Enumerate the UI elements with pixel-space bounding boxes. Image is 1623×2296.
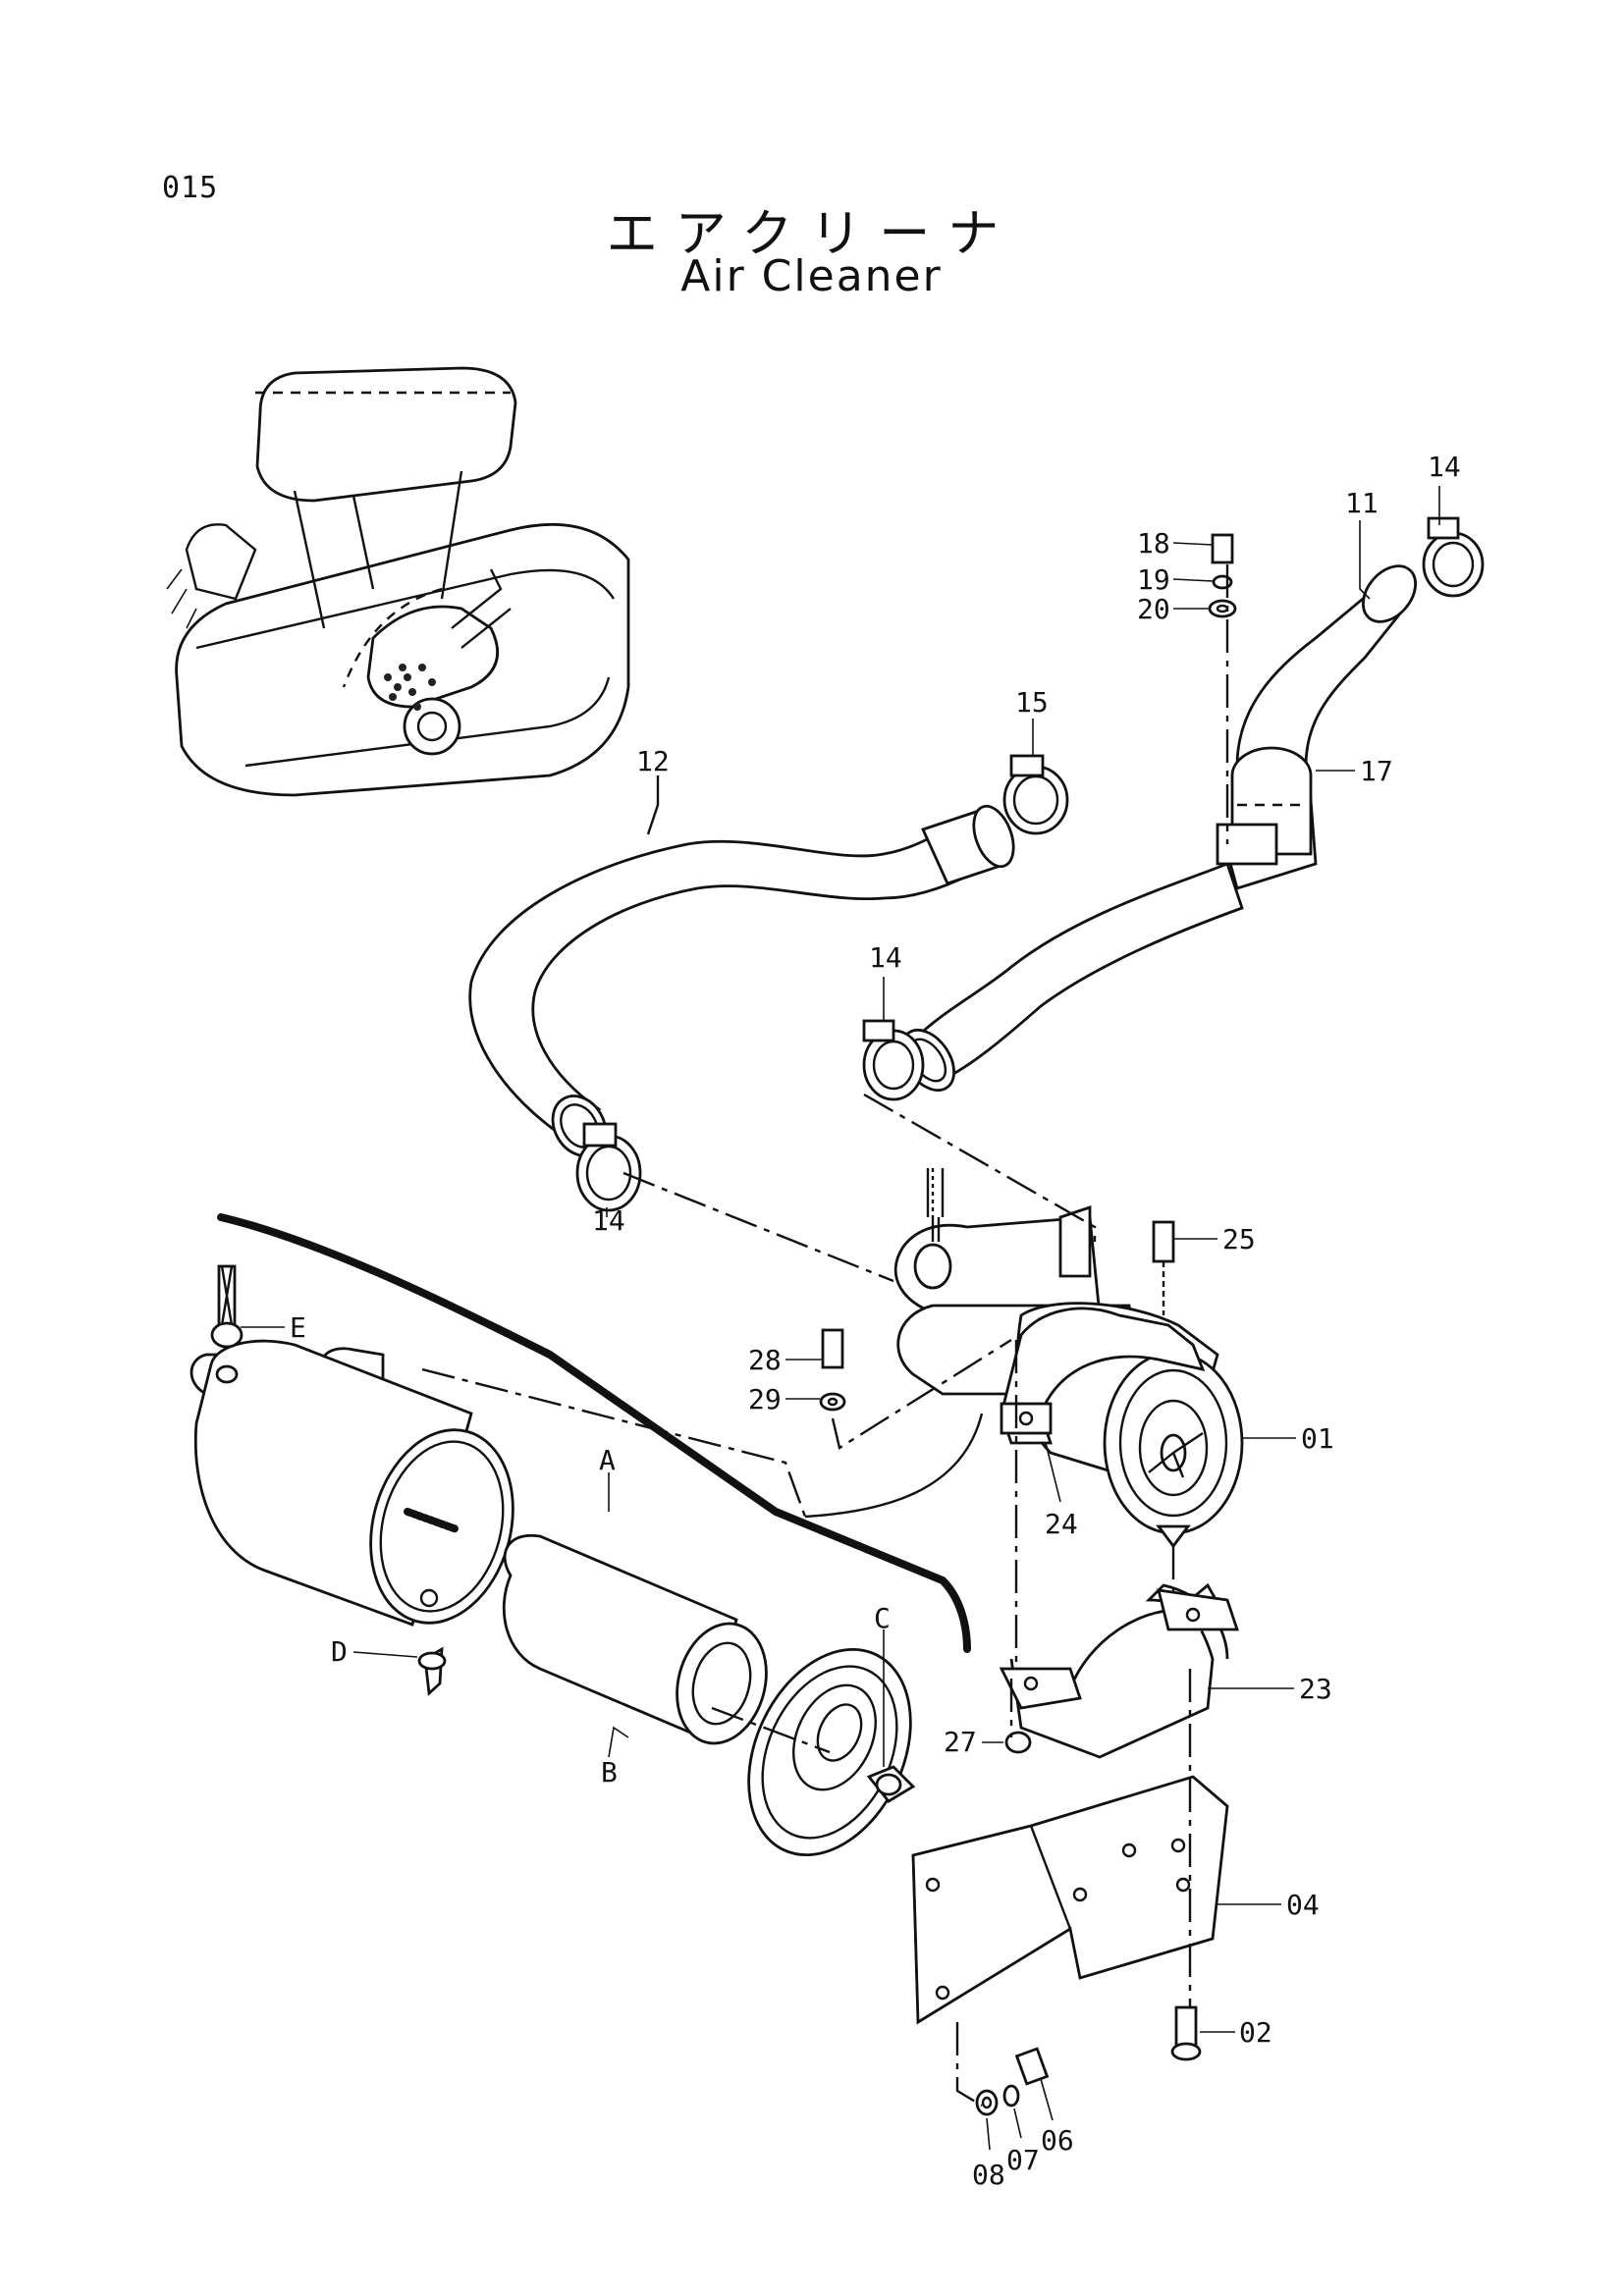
screw-06-washers-07-08 [975,2047,1050,2116]
hose-12 [468,775,1015,1157]
label-12: 12 [636,745,670,777]
label-24: 24 [1045,1508,1078,1540]
nut-27 [1004,1731,1032,1754]
assembly-centerlines [421,564,1229,2108]
label-b: B [601,1756,618,1789]
label-20: 20 [1137,593,1170,625]
label-14-lower: 14 [592,1204,625,1237]
bolt-25 [1152,1220,1175,1315]
hose-clamp-14-lower [575,1122,642,1212]
hose-clamp-15 [1002,754,1069,835]
bolt-18-washers-19-20 [1208,533,1237,618]
label-15: 15 [1015,686,1049,719]
label-a: A [599,1444,616,1476]
title-japanese: エアクリーナ [606,205,1017,264]
bolt-02 [1170,2005,1202,2061]
bolt-28-washer-29 [819,1328,846,1412]
label-d: D [331,1635,348,1668]
label-17: 17 [1360,755,1393,787]
label-29: 29 [748,1383,782,1415]
label-19: 19 [1137,563,1170,596]
label-28: 28 [748,1344,782,1376]
label-11: 11 [1345,487,1379,519]
label-25: 25 [1222,1223,1256,1255]
hose-clamp-14-top [1422,516,1485,598]
label-23: 23 [1299,1673,1332,1705]
air-cleaner-assembly-exploded [189,1264,514,1696]
label-06: 06 [1041,2124,1074,2157]
label-01: 01 [1301,1422,1334,1455]
label-14-middle: 14 [869,941,902,974]
hose-clamp-14-middle [862,1019,925,1101]
label-c: C [874,1602,891,1634]
label-08: 08 [972,2159,1005,2191]
label-04: 04 [1286,1889,1320,1921]
excavator-overview-illustration [166,366,630,797]
part-labels: 14 11 18 19 20 15 17 12 14 14 25 E 28 29… [290,451,1461,2191]
label-14-top: 14 [1428,451,1461,483]
exploded-group-bracket [217,1213,971,1653]
filter-element-b [502,1533,768,1745]
mounting-plate-04 [911,1775,1229,2025]
title-english: Air Cleaner [680,251,943,301]
label-e: E [290,1311,306,1344]
label-27: 27 [944,1726,977,1758]
bracket-band-23 [999,1582,1239,1759]
label-02: 02 [1239,2016,1272,2049]
label-18: 18 [1137,527,1170,560]
leader-lines [241,486,1440,2151]
page-number: 015 [162,171,219,205]
band-24 [1000,1307,1206,1445]
label-07: 07 [1006,2144,1040,2176]
